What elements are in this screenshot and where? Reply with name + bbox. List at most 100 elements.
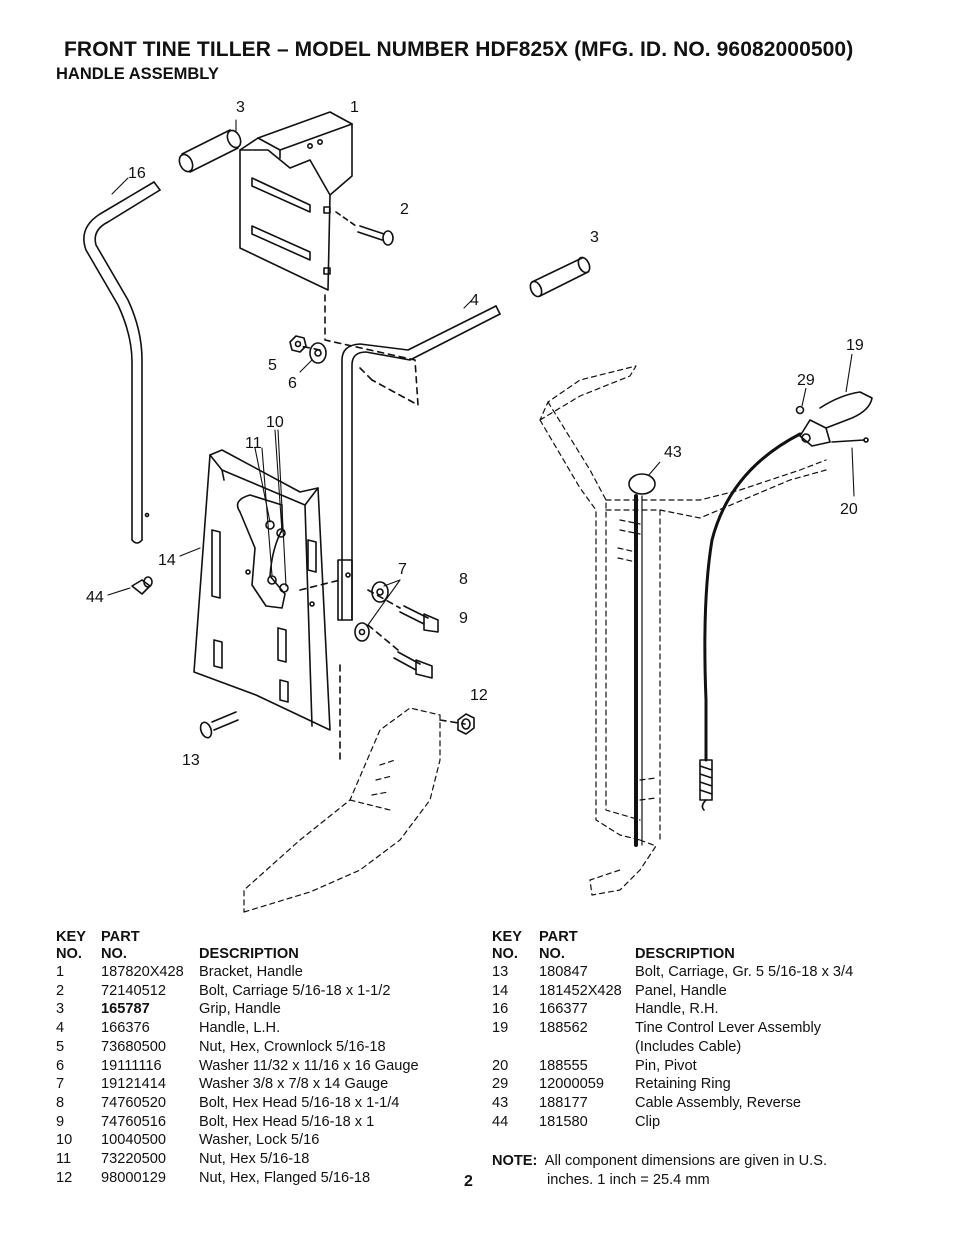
- parts-row: 8 74760520 Bolt, Hex Head 5/16-18 x 1-1/4: [56, 1094, 476, 1113]
- part-no: 74760520: [101, 1094, 166, 1111]
- callout-44: 44: [86, 589, 104, 606]
- reverse-cable-part: [628, 473, 656, 847]
- note-line-1: All component dimensions are given in U.…: [544, 1153, 828, 1169]
- part-no: 19121414: [101, 1076, 166, 1093]
- callout-11: 11: [245, 435, 262, 452]
- key-no: 14: [492, 982, 509, 999]
- key-no: 13: [492, 964, 509, 980]
- description: Bolt, Carriage 5/16-18 x 1-1/2: [199, 982, 391, 999]
- callout-8: 8: [459, 571, 468, 588]
- parts-row: 3 165787 Grip, Handle: [56, 1000, 476, 1019]
- description: Tine Control Lever Assembly: [635, 1020, 822, 1037]
- description: Grip, Handle: [199, 1001, 281, 1018]
- key-no: 1: [56, 964, 65, 980]
- crownlock-nut-part: [289, 335, 307, 353]
- key-no: 5: [56, 1038, 65, 1055]
- handle-rh-part: [83, 181, 161, 544]
- description: Cable Assembly, Reverse: [635, 1094, 802, 1111]
- part-no: 19111116: [101, 1057, 162, 1074]
- description: (Includes Cable): [635, 1038, 742, 1055]
- callout-3-b: 3: [590, 229, 599, 246]
- description: Nut, Hex, Flanged 5/16-18: [199, 1169, 371, 1186]
- description: Panel, Handle: [635, 982, 727, 999]
- part-no: 166377: [539, 1001, 588, 1018]
- description: Bolt, Hex Head 5/16-18 x 1-1/4: [199, 1094, 400, 1111]
- key-no: 3: [56, 1001, 65, 1018]
- description: Washer, Lock 5/16: [199, 1132, 320, 1149]
- tine-control-lever-part: [699, 391, 873, 811]
- part-no: 73680500: [101, 1038, 166, 1055]
- callout-3: 3: [236, 99, 245, 116]
- description: Washer 11/32 x 11/16 x 16 Gauge: [199, 1057, 419, 1074]
- parts-row: (Includes Cable): [492, 1038, 912, 1057]
- key-no: 20: [492, 1057, 509, 1074]
- callout-2: 2: [400, 201, 409, 218]
- tiller-frame-outline-left: [243, 707, 441, 913]
- callout-4: 4: [470, 292, 479, 309]
- callout-1: 1: [350, 99, 359, 116]
- parts-row: 5 73680500 Nut, Hex, Crownlock 5/16-18: [56, 1038, 476, 1057]
- callout-6: 6: [288, 375, 297, 392]
- key-no: 8: [56, 1094, 65, 1111]
- part-no: 165787: [101, 1001, 150, 1018]
- dimension-note: NOTE: All component dimensions are given…: [492, 1152, 827, 1189]
- carriage-bolt-13-part: [199, 711, 239, 739]
- part-no: 74760516: [101, 1113, 166, 1130]
- clip-part: [131, 576, 153, 595]
- part-no: 188177: [539, 1094, 588, 1111]
- description: Clip: [635, 1113, 661, 1130]
- callout-leaders: [107, 119, 473, 626]
- part-no: 98000129: [101, 1169, 166, 1186]
- key-no: [492, 1038, 539, 1057]
- callout-14: 14: [158, 552, 176, 569]
- part-no: 72140512: [101, 982, 166, 999]
- hex-bolt-8-part: [399, 605, 439, 633]
- washer-7-part: [354, 581, 389, 642]
- callout-43: 43: [664, 444, 682, 461]
- part-no: 166376: [101, 1020, 150, 1037]
- description: Retaining Ring: [635, 1076, 731, 1093]
- part-no: 73220500: [101, 1151, 166, 1168]
- handle-bracket-part: [239, 111, 353, 291]
- description: Pin, Pivot: [635, 1057, 697, 1074]
- description: Washer 3/8 x 7/8 x 14 Gauge: [199, 1076, 389, 1093]
- callout-12: 12: [470, 687, 488, 704]
- note-label: NOTE:: [492, 1153, 538, 1169]
- description: Handle, L.H.: [199, 1020, 281, 1037]
- description: Handle, R.H.: [635, 1001, 719, 1018]
- part-no: 187820X428: [101, 964, 184, 980]
- callout-16: 16: [128, 165, 146, 182]
- key-no: 6: [56, 1057, 65, 1074]
- parts-row: 43 188177 Cable Assembly, Reverse: [492, 1094, 912, 1113]
- col-desc-header: DESCRIPTION: [635, 946, 735, 962]
- assembly-guide-lines: [299, 294, 466, 761]
- part-no: 188555: [539, 1057, 588, 1074]
- section-title: HANDLE ASSEMBLY: [56, 65, 219, 83]
- hex-bolt-9-part: [393, 651, 433, 679]
- key-no: 9: [56, 1113, 65, 1130]
- handle-lh-part: [337, 305, 501, 621]
- callout-19: 19: [846, 337, 864, 354]
- parts-row: 6 19111116 Washer 11/32 x 11/16 x 16 Gauge: [56, 1057, 476, 1076]
- callout-9: 9: [459, 610, 468, 627]
- description: Bolt, Carriage, Gr. 5 5/16-18 x 3/4: [635, 964, 854, 980]
- key-no: 44: [492, 1113, 509, 1130]
- description: Nut, Hex, Crownlock 5/16-18: [199, 1038, 386, 1055]
- retaining-ring-part: [795, 405, 805, 415]
- part-no: 181580: [539, 1113, 588, 1130]
- key-no: 43: [492, 1094, 509, 1111]
- handle-panel-part: [193, 449, 331, 731]
- carriage-bolt-part: [335, 211, 394, 246]
